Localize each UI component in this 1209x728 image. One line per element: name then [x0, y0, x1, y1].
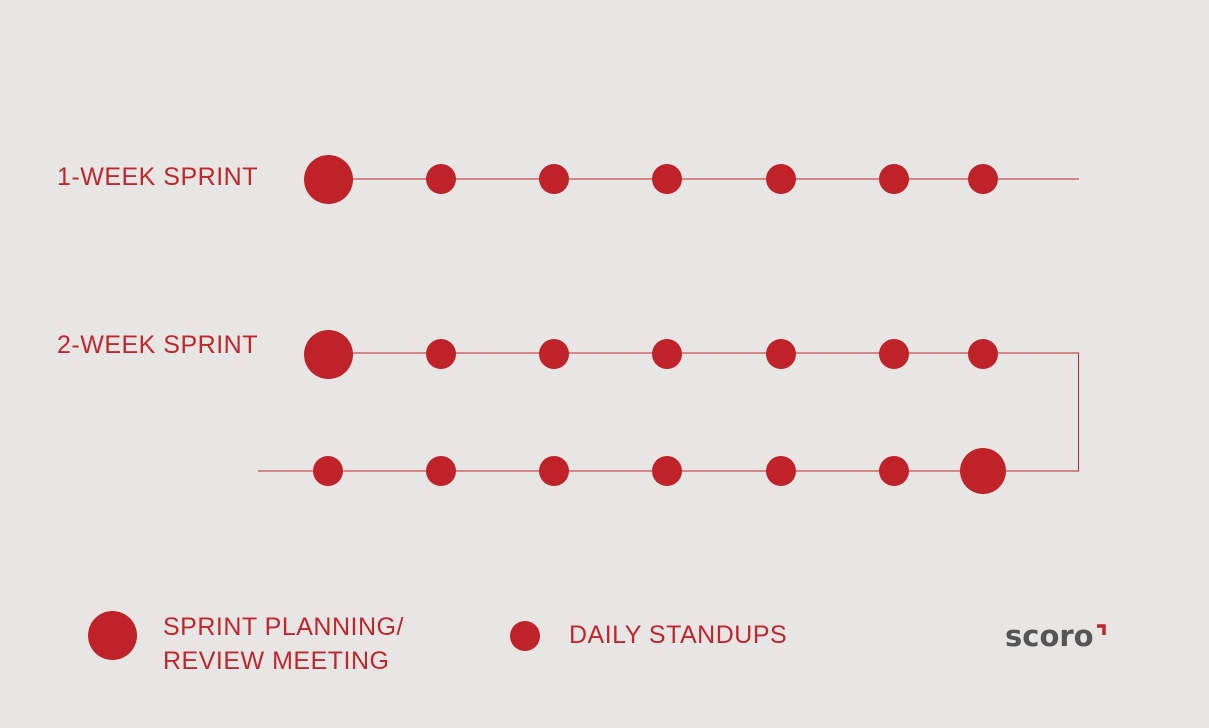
standup-dot: [766, 456, 796, 486]
standup-dot: [766, 164, 796, 194]
standup-dot: [426, 456, 456, 486]
two-week-sprint-label: 2-WEEK SPRINT: [57, 331, 258, 359]
standup-dot: [652, 339, 682, 369]
legend-standup-dot: [510, 621, 540, 651]
planning-meeting-dot: [304, 330, 353, 379]
legend-meeting-label-line1: SPRINT PLANNING/: [163, 613, 404, 641]
standup-dot: [968, 164, 998, 194]
review-meeting-dot: [960, 448, 1006, 494]
standup-dot: [652, 164, 682, 194]
one-week-sprint-label: 1-WEEK SPRINT: [57, 163, 258, 191]
scoro-logo: scoro: [1005, 616, 1108, 656]
standup-dot: [539, 339, 569, 369]
logo-corner-icon: [1096, 624, 1106, 635]
logo-wordmark: scoro: [1005, 619, 1094, 653]
standup-dot: [426, 339, 456, 369]
legend-meeting-dot: [88, 611, 137, 660]
standup-dot: [539, 164, 569, 194]
standup-dot: [968, 339, 998, 369]
legend-standups-label: DAILY STANDUPS: [569, 621, 788, 649]
standup-dot: [426, 164, 456, 194]
standup-dot: [879, 164, 909, 194]
standup-dot: [879, 456, 909, 486]
standup-dot: [539, 456, 569, 486]
standup-dot: [652, 456, 682, 486]
planning-meeting-dot: [304, 155, 353, 204]
standup-dot: [313, 456, 343, 486]
standup-dot: [766, 339, 796, 369]
standup-dot: [879, 339, 909, 369]
legend-meeting-label-line2: REVIEW MEETING: [163, 647, 390, 675]
